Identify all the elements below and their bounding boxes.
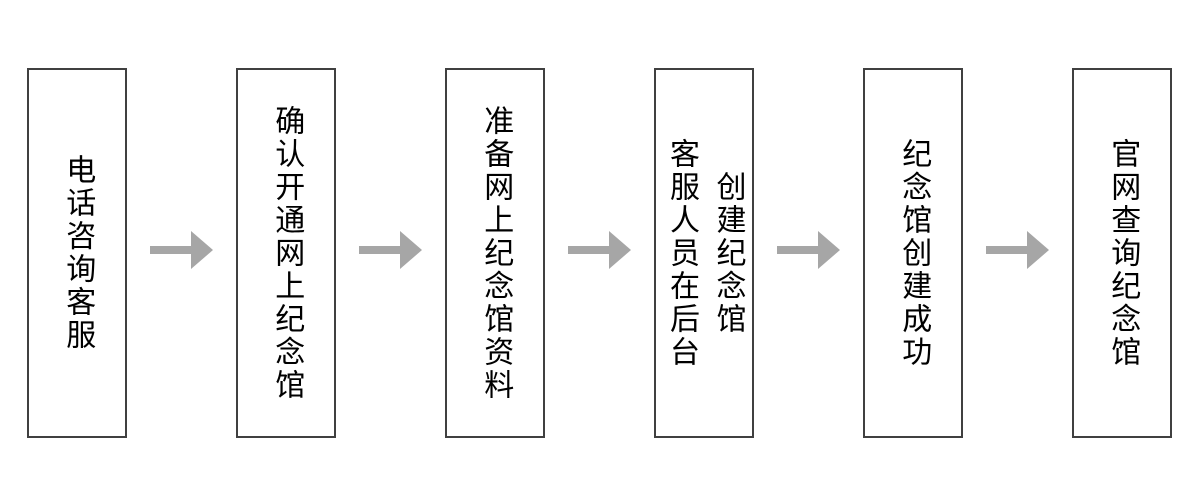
step-label-line: 纪念馆创建成功 [896, 137, 932, 369]
arrow-right-icon [359, 231, 422, 269]
flow-step-1-box: 电话咨询客服 [27, 68, 127, 438]
arrow-right-shape [568, 231, 631, 269]
flow-step-4-box: 客服人员在后台 创建纪念馆 [654, 68, 754, 438]
flow-step-2-box: 确认开通网上纪念馆 [236, 68, 336, 438]
arrow-right-shape [150, 231, 213, 269]
flow-step-2-label: 确认开通网上纪念馆 [263, 70, 310, 436]
arrow-right-shape [986, 231, 1049, 269]
flow-step-1-label: 电话咨询客服 [54, 70, 101, 436]
flow-step-3-box: 准备网上纪念馆资料 [445, 68, 545, 438]
flow-step-5-label: 纪念馆创建成功 [890, 70, 937, 436]
step-label-line: 电话咨询客服 [60, 154, 96, 352]
flow-step-3-label: 准备网上纪念馆资料 [472, 70, 519, 436]
flow-step-4-label: 客服人员在后台 创建纪念馆 [658, 70, 751, 436]
arrow-right-icon [568, 231, 631, 269]
arrow-right-icon [150, 231, 213, 269]
step-label-line: 客服人员在后台 [664, 137, 699, 369]
arrow-right-icon [777, 231, 840, 269]
flow-step-5-box: 纪念馆创建成功 [863, 68, 963, 438]
arrow-right-shape [777, 231, 840, 269]
step-label-line: 创建纪念馆 [710, 170, 746, 336]
arrow-right-icon [986, 231, 1049, 269]
flow-step-6-box: 官网查询纪念馆 [1072, 68, 1172, 438]
step-label-line: 准备网上纪念馆资料 [478, 104, 514, 402]
arrow-right-shape [359, 231, 422, 269]
flow-step-6-label: 官网查询纪念馆 [1099, 70, 1146, 436]
step-label-line: 确认开通网上纪念馆 [269, 104, 305, 402]
step-label-line: 官网查询纪念馆 [1105, 137, 1141, 369]
